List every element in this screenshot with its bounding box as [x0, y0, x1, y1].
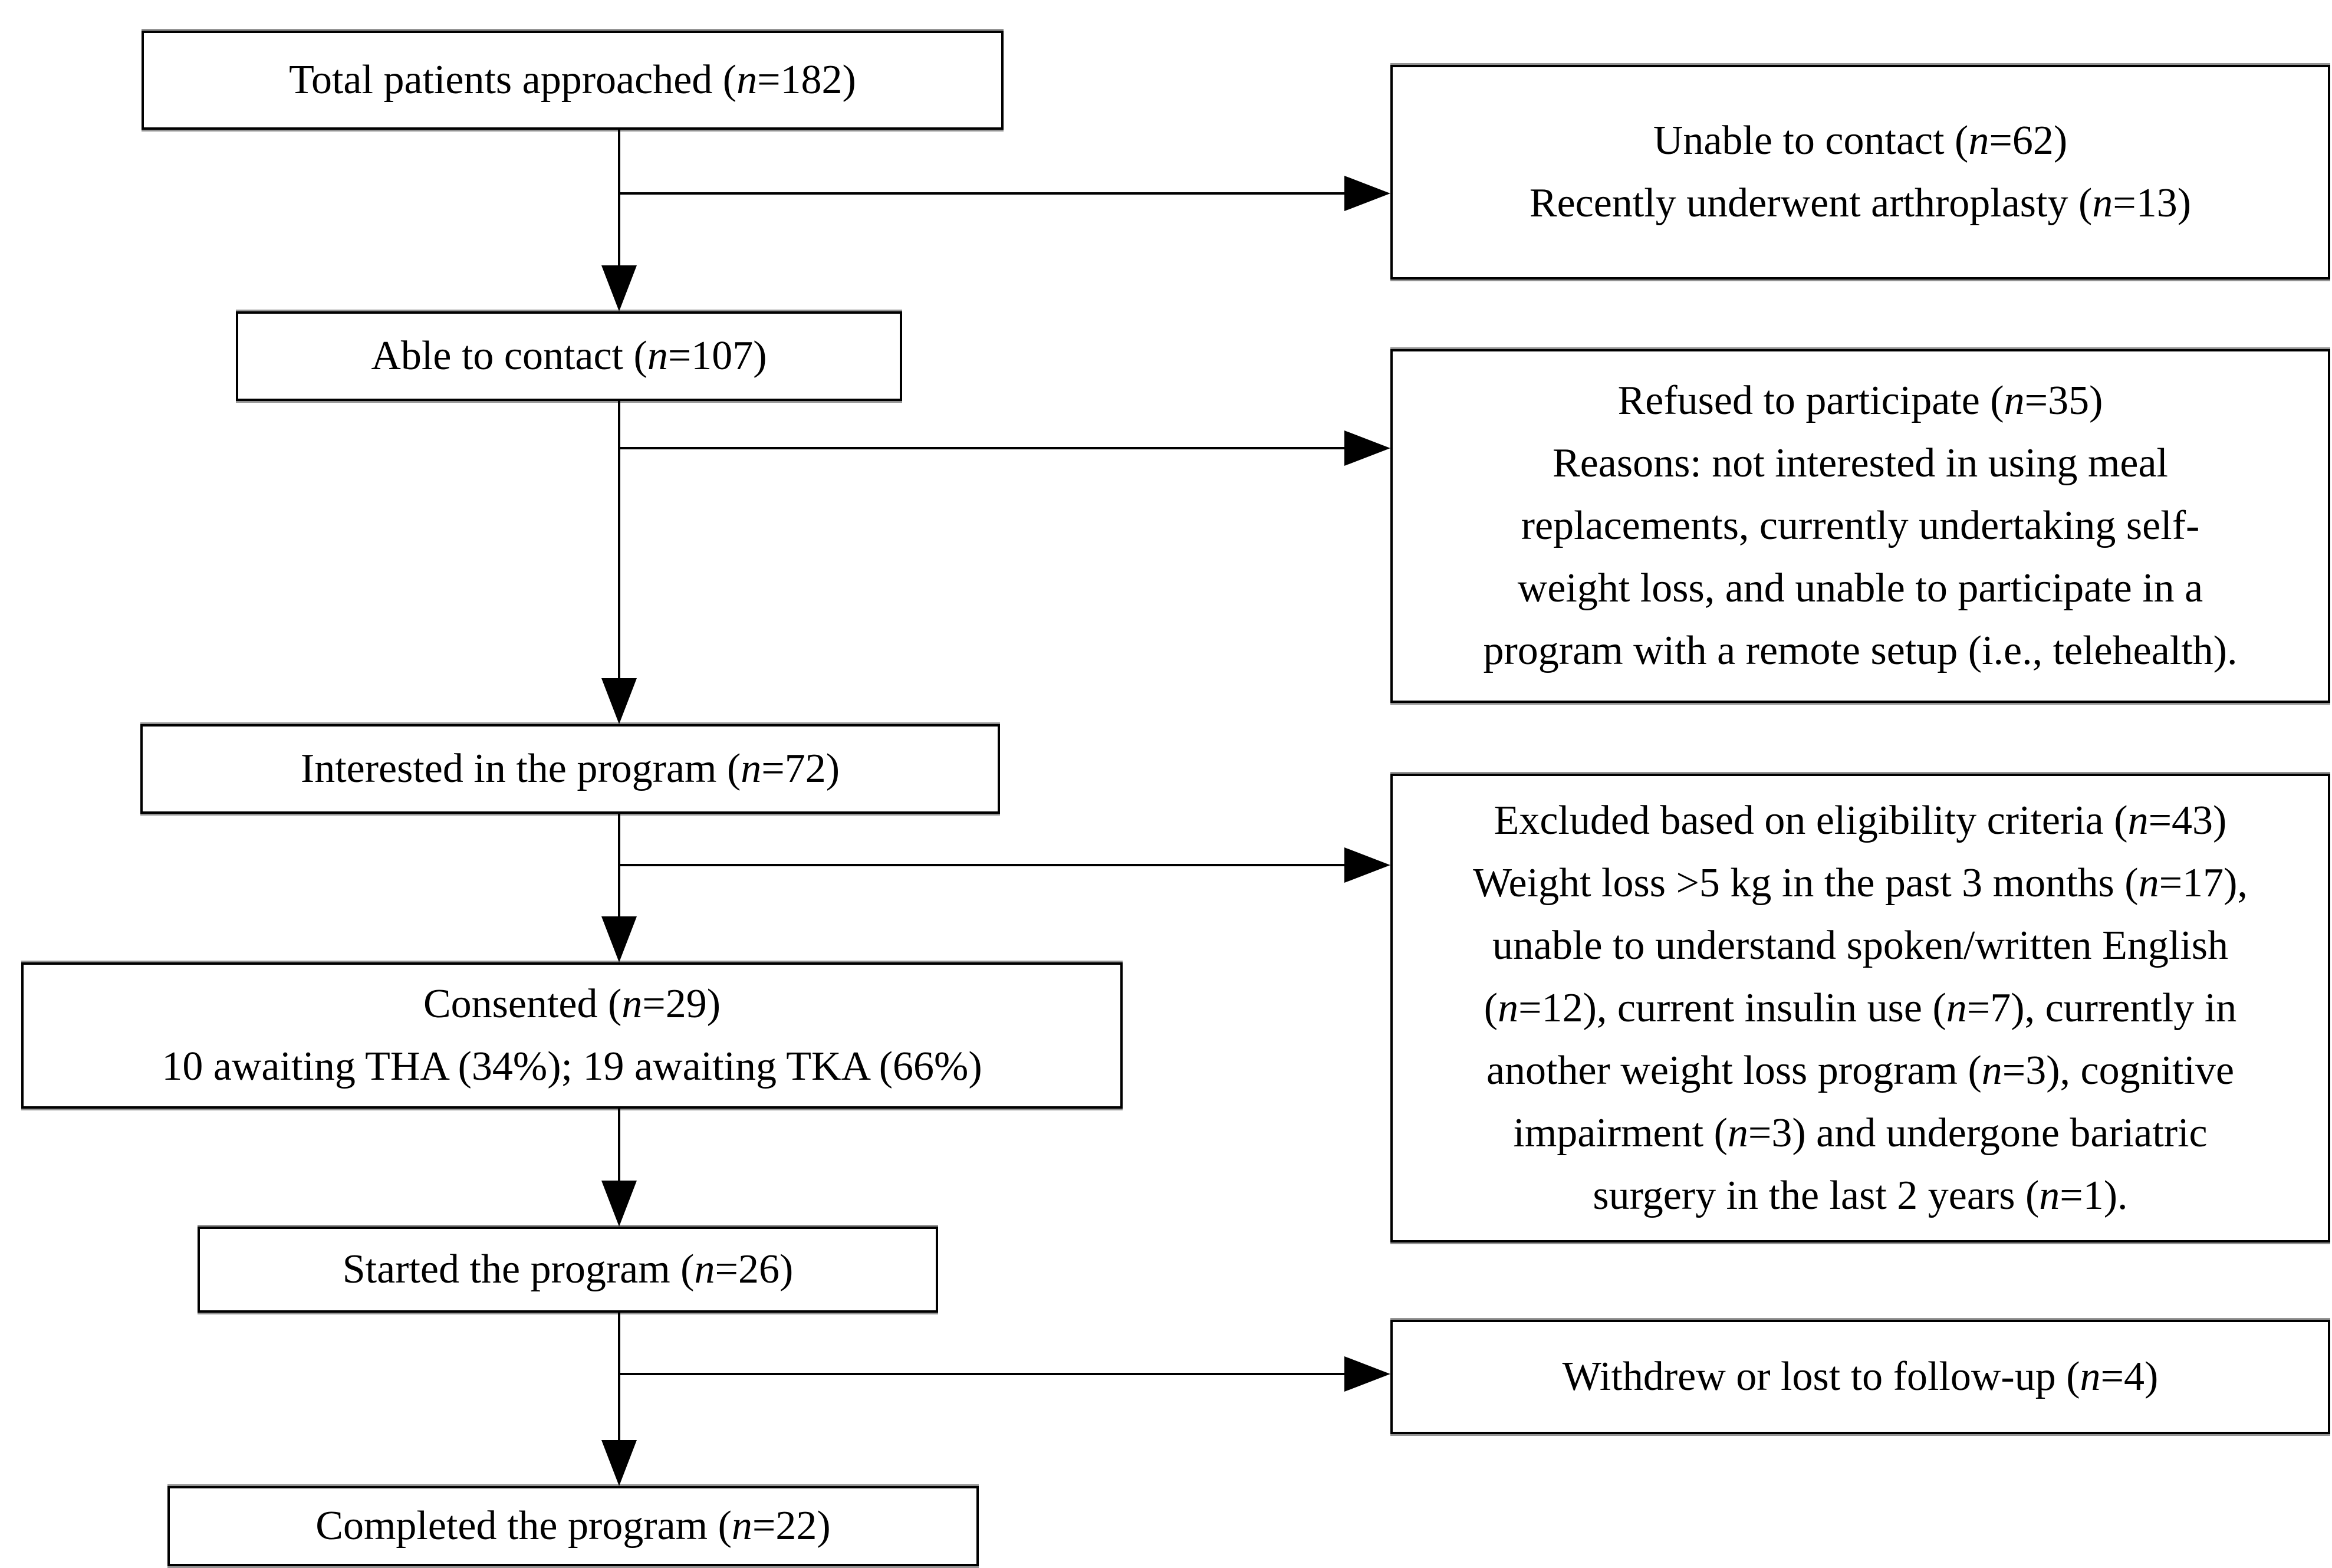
connector-able-to-interested-line [618, 401, 620, 681]
flow-box-excluded: Excluded based on eligibility criteria (… [1390, 774, 2330, 1242]
flow-box-text: impairment (n=3) and undergone bariatric [1513, 1110, 2208, 1156]
connector-total-to-able-line [618, 130, 620, 268]
flow-box-text: Excluded based on eligibility criteria (… [1494, 797, 2227, 843]
flow-box-text: Reasons: not interested in using meal [1553, 441, 2168, 486]
branch-to-withdrew-line [619, 1373, 1347, 1375]
branch-to-excluded-line [619, 864, 1347, 866]
flow-box-completed: Completed the program (n=22) [167, 1486, 979, 1566]
flow-box-withdrew: Withdrew or lost to follow-up (n=4) [1390, 1320, 2330, 1434]
arrowhead-right-icon [1344, 430, 1390, 466]
flow-box-text: Withdrew or lost to follow-up (n=4) [1562, 1354, 2159, 1399]
connector-consented-to-started-line [618, 1109, 620, 1184]
flow-box-text: Unable to contact (n=62) [1653, 118, 2068, 163]
connector-started-to-completed-line [618, 1313, 620, 1442]
flow-box-interested: Interested in the program (n=72) [140, 724, 1000, 814]
flow-box-text: Interested in the program (n=72) [300, 746, 840, 791]
flow-box-total-approached: Total patients approached (n=182) [142, 31, 1004, 130]
flow-box-text: (n=12), current insulin use (n=7), curre… [1484, 985, 2237, 1031]
arrowhead-down-icon [601, 916, 637, 962]
flow-box-text: Completed the program (n=22) [315, 1503, 831, 1549]
arrowhead-right-icon [1344, 847, 1390, 883]
flow-box-text: Total patients approached (n=182) [289, 57, 856, 103]
arrowhead-down-icon [601, 1181, 637, 1227]
flow-box-text: Started the program (n=26) [342, 1247, 794, 1292]
flow-box-text: replacements, currently undertaking self… [1521, 503, 2200, 548]
branch-to-refused-line [619, 447, 1347, 449]
flow-box-text: Refused to participate (n=35) [1617, 378, 2103, 423]
flow-box-text: Able to contact (n=107) [371, 333, 767, 379]
flow-box-text: Recently underwent arthroplasty (n=13) [1529, 180, 2192, 226]
flow-box-text: program with a remote setup (i.e., teleh… [1483, 628, 2238, 673]
connector-interested-to-consented-line [618, 814, 620, 920]
arrowhead-down-icon [601, 1440, 637, 1486]
flow-box-consented: Consented (n=29) 10 awaiting THA (34%); … [21, 962, 1123, 1109]
flow-box-able-to-contact: Able to contact (n=107) [236, 311, 902, 401]
branch-to-unable-line [619, 192, 1347, 195]
flow-box-text: weight loss, and unable to participate i… [1517, 566, 2203, 611]
flow-box-unable-to-contact: Unable to contact (n=62) Recently underw… [1390, 65, 2330, 280]
flow-box-text: Weight loss >5 kg in the past 3 months (… [1473, 860, 2248, 906]
flow-box-text: surgery in the last 2 years (n=1). [1593, 1172, 2128, 1218]
flow-box-text: another weight loss program (n=3), cogni… [1486, 1047, 2235, 1093]
arrowhead-down-icon [601, 678, 637, 724]
arrowhead-right-icon [1344, 176, 1390, 211]
flow-box-refused: Refused to participate (n=35) Reasons: n… [1390, 349, 2330, 703]
flow-box-text: Consented (n=29) [423, 981, 721, 1027]
arrowhead-down-icon [601, 265, 637, 311]
flow-box-text: unable to understand spoken/written Engl… [1492, 922, 2229, 968]
flow-box-text: 10 awaiting THA (34%); 19 awaiting TKA (… [162, 1044, 982, 1089]
flow-box-started: Started the program (n=26) [198, 1227, 938, 1313]
arrowhead-right-icon [1344, 1356, 1390, 1392]
